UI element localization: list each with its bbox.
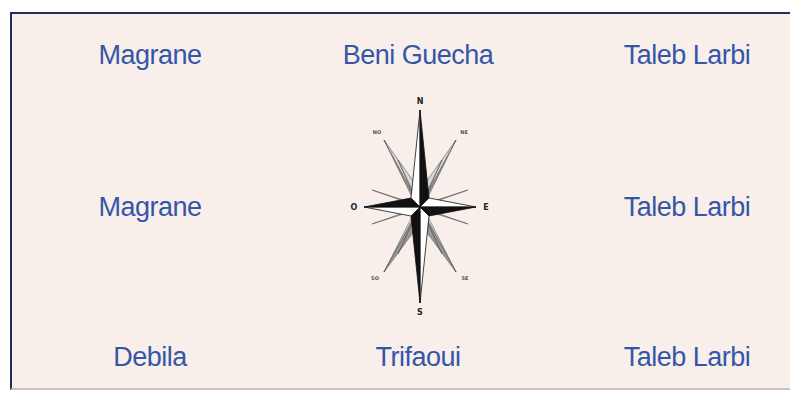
compass-letter: NO [373, 129, 381, 135]
compass-letter: E [483, 203, 488, 212]
neighbour-name: Magrane [98, 192, 201, 223]
neighbour-name: Taleb Larbi [624, 40, 751, 71]
compass-letter: N [417, 97, 424, 106]
neighbour-name: Trifaoui [375, 342, 460, 373]
neighbour-name: Taleb Larbi [624, 192, 751, 223]
neighbour-name: Taleb Larbi [624, 342, 751, 373]
neighbour-name: Magrane [98, 40, 201, 71]
neighbour-name: Beni Guecha [343, 40, 494, 71]
compass-letter: S [417, 308, 423, 317]
neighbour-name: Debila [113, 342, 187, 373]
compass-letter: NE [460, 129, 468, 135]
compass-letter: O [351, 203, 358, 212]
compass-letter: SO [371, 275, 379, 281]
compass-letter: SE [461, 275, 468, 281]
